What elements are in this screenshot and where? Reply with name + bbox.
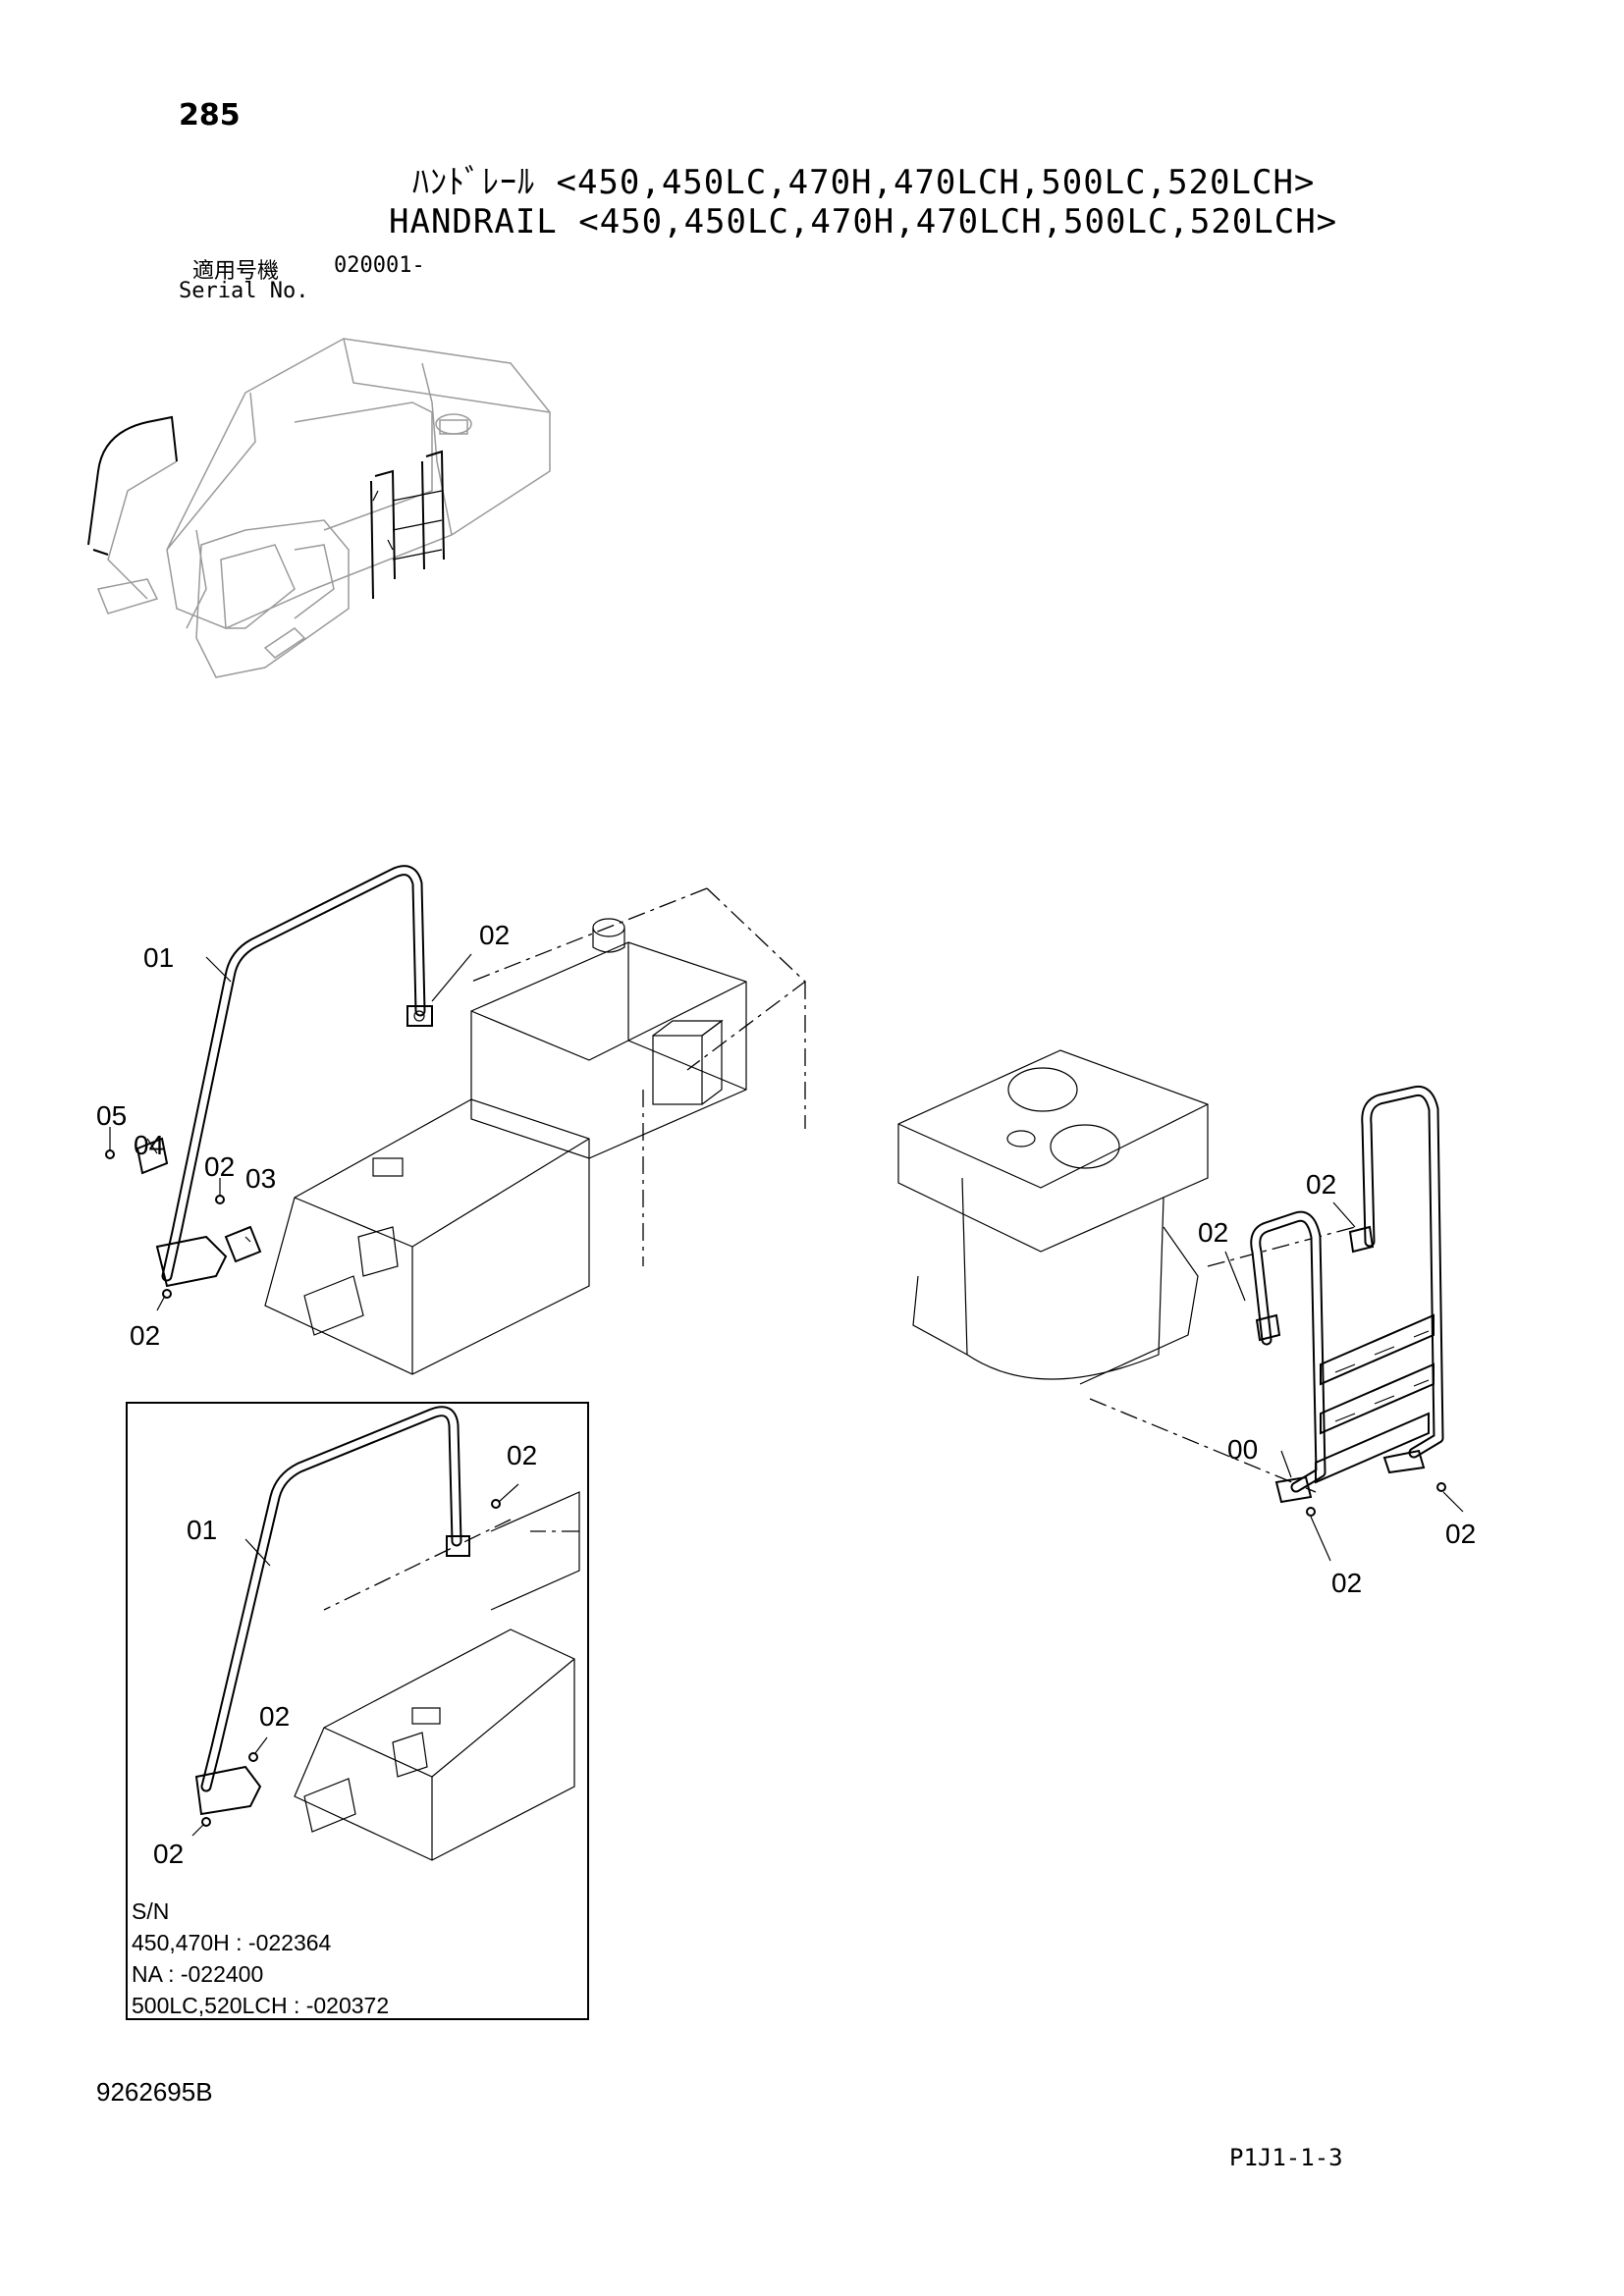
- drawing-number: 9262695B: [96, 2077, 213, 2107]
- inset-handrail-assembly: [191, 1406, 580, 1861]
- serial-label-english: Serial No.: [179, 279, 309, 303]
- right-ladder-assembly: [897, 1049, 1464, 1562]
- title-english: HANDRAIL <450,450LC,470H,470LCH,500LC,52…: [389, 202, 1338, 241]
- serial-label-japanese: 適用号機: [192, 259, 280, 284]
- callout-01-inset: 01: [187, 1515, 217, 1545]
- callout-02-inset-top: 02: [507, 1440, 537, 1470]
- callout-02-right-right: 02: [1445, 1519, 1476, 1549]
- callout-02-right-mid: 02: [1198, 1217, 1228, 1248]
- callout-03-left: 03: [245, 1163, 276, 1194]
- page-number: 285: [179, 98, 241, 133]
- callout-00-right: 00: [1227, 1434, 1258, 1465]
- serial-value: 020001-: [334, 253, 425, 278]
- callout-01-left: 01: [143, 942, 174, 973]
- callout-02-inset-bottom: 02: [153, 1839, 184, 1869]
- inset-frame: [126, 1402, 589, 2020]
- callout-02-left-mid: 02: [204, 1151, 235, 1182]
- callout-05-left: 05: [96, 1100, 127, 1131]
- excavator-overview-drawing: [87, 338, 551, 678]
- inset-note-sn: S/N: [132, 1898, 170, 1924]
- page-code: P1J1-1-3: [1229, 2144, 1343, 2171]
- inset-note-line-2: 450,470H : -022364: [132, 1930, 332, 1955]
- callout-02-left-bottom: 02: [130, 1320, 160, 1351]
- callout-02-inset-mid: 02: [259, 1701, 290, 1732]
- inset-note-line-3: NA : -022400: [132, 1961, 264, 1987]
- callout-02-left-top: 02: [479, 920, 510, 950]
- title-japanese: ﾊﾝﾄﾞﾚｰﾙ <450,450LC,470H,470LCH,500LC,520…: [412, 163, 1316, 202]
- callout-04-left: 04: [134, 1130, 164, 1160]
- left-handrail-assembly: [105, 865, 807, 1375]
- callout-02-right-bottom: 02: [1331, 1568, 1362, 1598]
- callout-02-right-top: 02: [1306, 1169, 1336, 1200]
- inset-note-line-4: 500LC,520LCH : -020372: [132, 1993, 390, 2018]
